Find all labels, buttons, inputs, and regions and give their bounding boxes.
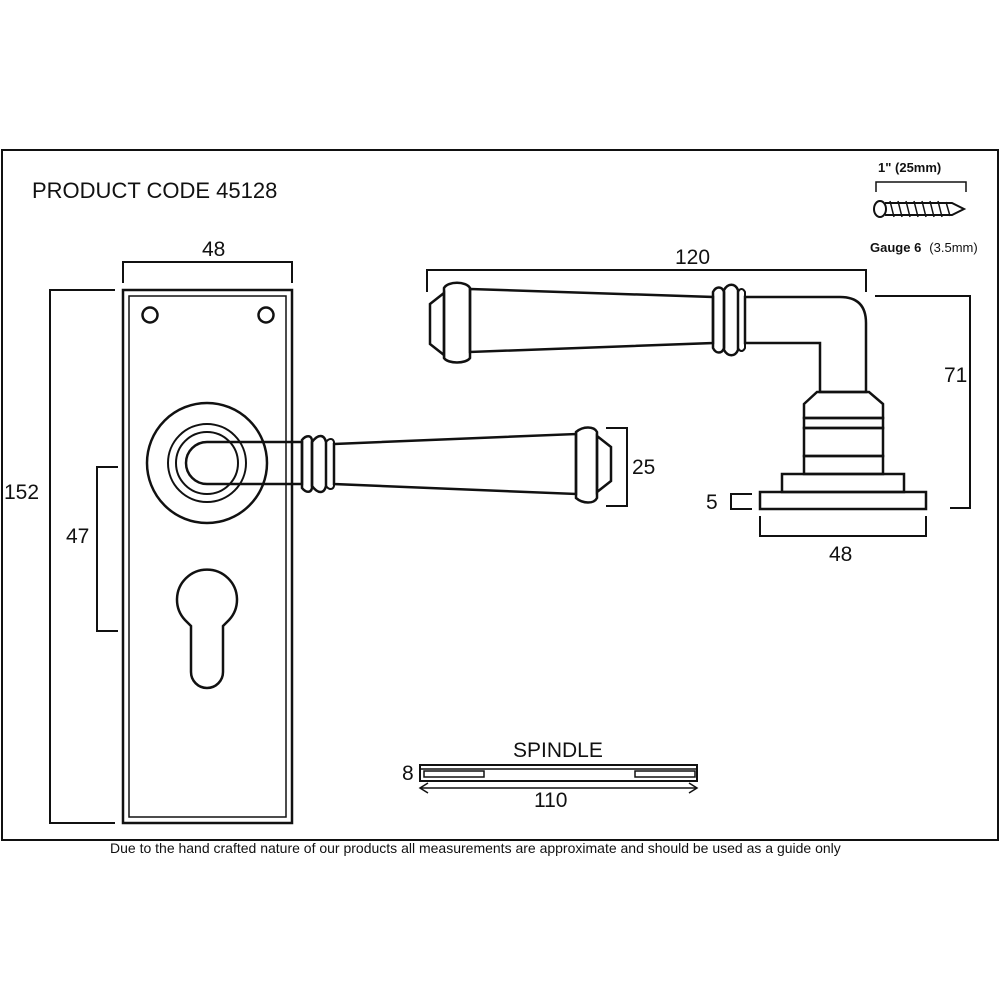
lever-height-value: 25 [632, 456, 655, 479]
rose-outer [145, 401, 269, 525]
dim-line-projection [426, 269, 867, 292]
collar-band-1 [802, 416, 885, 430]
euro-profile-keyhole [175, 568, 239, 690]
screw-gauge-value: (3.5mm) [929, 240, 977, 255]
spindle-bar [419, 764, 698, 782]
spindle-size-value: 8 [402, 762, 414, 785]
front-height-value: 152 [4, 481, 39, 504]
backplate [121, 288, 294, 825]
screw-icon [873, 200, 967, 218]
dim-line-depth [875, 295, 971, 509]
screw-length-label: 1" (25mm) [878, 160, 941, 175]
rose-width-value: 48 [829, 543, 852, 566]
rose-base [758, 490, 928, 511]
screw-gauge-label: Gauge 6 [870, 240, 921, 255]
dim-line-lever-height [606, 427, 628, 507]
collar-band-2 [802, 426, 885, 458]
front-view: 48 152 47 25 [4, 238, 655, 825]
rose-boss [175, 431, 239, 495]
rose-step [780, 472, 906, 494]
screw-length-bracket [875, 181, 967, 192]
product-code: PRODUCT CODE 45128 [32, 178, 277, 203]
lever-handle [184, 426, 613, 504]
spindle-label: SPINDLE [513, 739, 603, 762]
centre-distance-value: 47 [66, 525, 89, 548]
dim-line-rose-thickness [730, 493, 752, 510]
fixing-hole-right [257, 306, 275, 324]
spindle-length-value: 110 [534, 789, 567, 812]
dim-line-rose-width [759, 516, 927, 537]
rose-inner [167, 423, 247, 503]
spindle-detail: SPINDLE 8 110 [402, 739, 699, 812]
spindle-slot-right [634, 770, 696, 778]
collar [802, 390, 885, 420]
front-width-value: 48 [202, 238, 225, 261]
disclaimer-text: Due to the hand crafted nature of our pr… [110, 840, 841, 856]
lever-side-profile [428, 281, 868, 394]
screw-length-text: 1" (25mm) [878, 160, 941, 175]
drawing-frame [1, 149, 999, 841]
backplate-inner [128, 295, 287, 818]
dim-line-height [49, 289, 115, 824]
screw-gauge: Gauge 6 (3.5mm) [870, 239, 978, 256]
side-view: 120 71 5 48 [426, 246, 971, 566]
spindle-slot-left [423, 770, 485, 778]
collar-band-3 [802, 454, 885, 476]
dim-line-centres [96, 466, 118, 632]
depth-value: 71 [944, 364, 967, 387]
dim-line-width [122, 261, 293, 283]
screw-detail: 1" (25mm) Gauge 6 (3.5mm) [870, 160, 978, 256]
projection-value: 120 [675, 246, 710, 269]
fixing-hole-left [141, 306, 159, 324]
rose-thickness-value: 5 [706, 491, 718, 514]
